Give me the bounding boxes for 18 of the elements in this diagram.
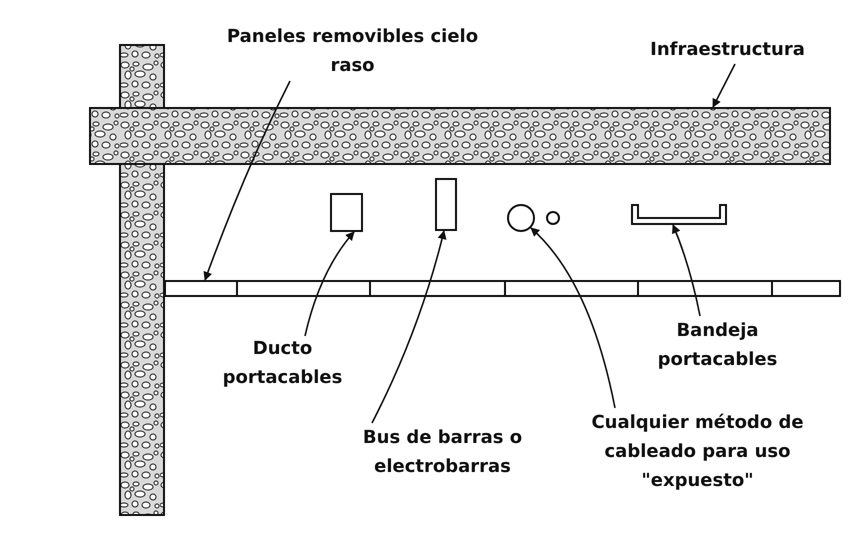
leader-line (530, 227, 616, 408)
leader-line (204, 80, 291, 281)
leader-line (712, 64, 736, 108)
leader-line (371, 230, 446, 424)
cable-tray (631, 204, 727, 225)
leader-line (304, 231, 355, 336)
part-label: Cualquier método de cableado para uso "expuesto" (555, 408, 840, 495)
part-label: Ducto portacables (195, 334, 370, 392)
part-label: Bandeja portacables (625, 316, 810, 374)
part-label: Bus de barras o electrobarras (330, 423, 555, 481)
cable-duct (330, 193, 363, 232)
part-label: Paneles removibles cielo raso (225, 22, 480, 80)
leader-line (672, 224, 701, 316)
part-label: Infraestructura (620, 35, 835, 64)
conduit-circle (507, 204, 535, 232)
ceiling-panel-strip (164, 280, 841, 297)
concrete-slab (89, 107, 831, 165)
busbar (435, 178, 457, 231)
